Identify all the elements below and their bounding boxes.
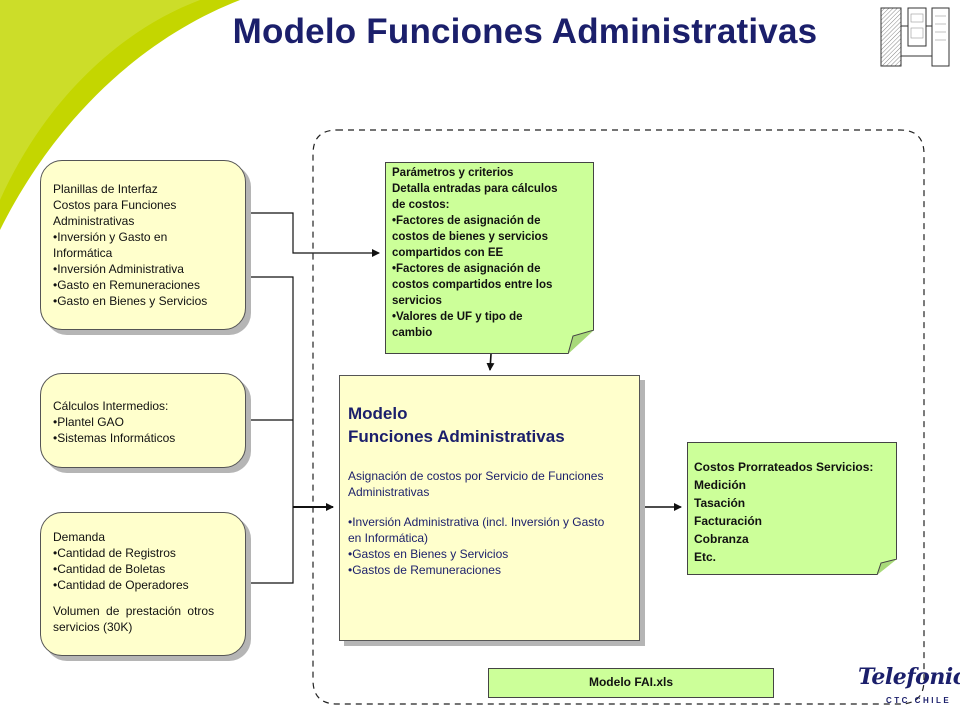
text-line: •Factores de asignación de bbox=[392, 263, 541, 275]
folded-corner-icon bbox=[877, 559, 897, 575]
model-box: Modelo Funciones Administrativas Asignac… bbox=[339, 375, 640, 641]
text-line: Costos Prorrateados Servicios: bbox=[694, 460, 874, 474]
text-line: Administrativas bbox=[348, 485, 430, 499]
text-line bbox=[348, 500, 629, 514]
text-line: Informática bbox=[53, 246, 113, 260]
model-title-line2: Funciones Administrativas bbox=[348, 427, 565, 446]
text-line: cambio bbox=[392, 327, 433, 339]
text-line: Cálculos Intermedios: bbox=[53, 399, 169, 413]
text-line bbox=[53, 593, 233, 603]
text-line: Administrativas bbox=[53, 214, 135, 228]
text-line: •Gasto en Remuneraciones bbox=[53, 278, 200, 292]
connector-input-3 bbox=[246, 507, 294, 584]
text-line: •Inversión Administrativa (incl. Inversi… bbox=[348, 515, 605, 529]
text-line: •Plantel GAO bbox=[53, 415, 124, 429]
text-line: Cobranza bbox=[694, 532, 749, 546]
connector-parameters-to-model bbox=[486, 353, 495, 371]
diagram-thumbnail-icon bbox=[880, 7, 950, 67]
text-line: costos de bienes y servicios bbox=[392, 231, 548, 243]
text-line: Parámetros y criterios bbox=[392, 167, 514, 179]
connector-input-1 bbox=[246, 276, 294, 507]
text-line: costos compartidos entre los bbox=[392, 279, 553, 291]
dashed-boundary bbox=[312, 129, 925, 705]
text-line: Medición bbox=[694, 478, 747, 492]
folded-corner-icon bbox=[568, 330, 594, 354]
text-line: Costos para Funciones bbox=[53, 198, 177, 212]
text-line: •Gasto en Bienes y Servicios bbox=[53, 294, 208, 308]
parameters-note: Parámetros y criterios Detalla entradas … bbox=[385, 162, 594, 354]
text-line: Demanda bbox=[53, 530, 106, 544]
text-line: •Cantidad de Registros bbox=[53, 546, 176, 560]
connector-to-parameters bbox=[246, 212, 380, 257]
text-line: •Inversión Administrativa bbox=[53, 262, 184, 276]
text-line: Etc. bbox=[694, 550, 717, 564]
text-line: •Gastos de Remuneraciones bbox=[348, 563, 501, 577]
input-intermediate-calcs: Cálculos Intermedios: •Plantel GAO •Sist… bbox=[40, 373, 246, 468]
text-line: Asignación de costos por Servicio de Fun… bbox=[348, 469, 604, 483]
text-line: servicios bbox=[392, 295, 442, 307]
telefonica-logo: Telefonica bbox=[858, 664, 960, 690]
text-line: Facturación bbox=[694, 514, 763, 528]
text-line: compartidos con EE bbox=[392, 247, 504, 259]
output-costs-note: Costos Prorrateados Servicios: Medición … bbox=[687, 442, 897, 575]
text-line: Tasación bbox=[694, 496, 746, 510]
text-line: •Sistemas Informáticos bbox=[53, 431, 176, 445]
text-line: Volumen de prestación otros bbox=[53, 604, 215, 618]
text-line: de costos: bbox=[392, 199, 450, 211]
text-line: •Factores de asignación de bbox=[392, 215, 541, 227]
input-demand: Demanda •Cantidad de Registros •Cantidad… bbox=[40, 512, 246, 656]
text-line: servicios (30K) bbox=[53, 620, 133, 634]
model-file-label: Modelo FAI.xls bbox=[488, 668, 774, 698]
page-title: Modelo Funciones Administrativas bbox=[232, 12, 818, 51]
text-line: •Valores de UF y tipo de bbox=[392, 311, 523, 323]
input-interface-sheets: Planillas de Interfaz Costos para Funcio… bbox=[40, 160, 246, 330]
text-line: •Inversión y Gasto en bbox=[53, 230, 168, 244]
text-line: Detalla entradas para cálculos bbox=[392, 183, 558, 195]
model-title-line1: Modelo bbox=[348, 404, 408, 423]
text-line: •Cantidad de Boletas bbox=[53, 562, 166, 576]
text-line: •Gastos en Bienes y Servicios bbox=[348, 547, 509, 561]
text-line: en Informática) bbox=[348, 531, 429, 545]
text-line: •Cantidad de Operadores bbox=[53, 578, 189, 592]
logo-subtitle: CTC CHILE bbox=[886, 696, 952, 705]
text-line: Planillas de Interfaz bbox=[53, 182, 158, 196]
